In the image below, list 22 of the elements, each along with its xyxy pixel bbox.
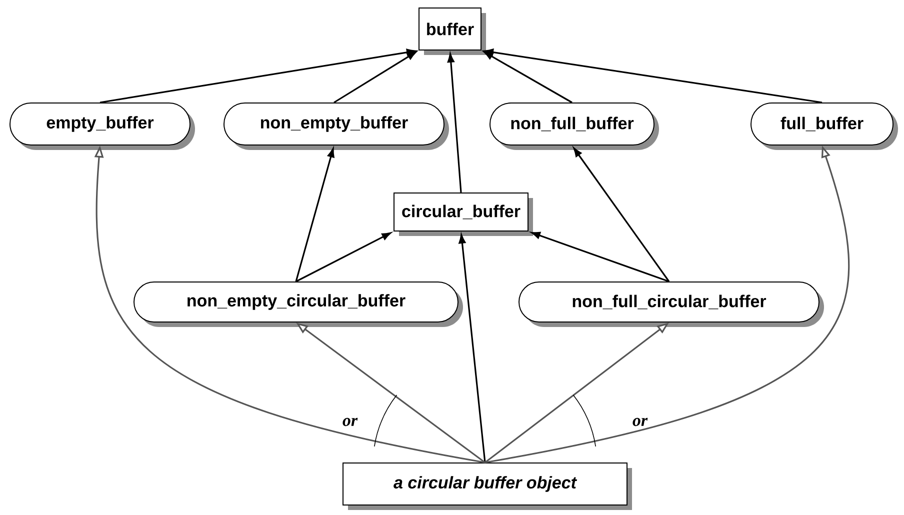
arrow — [573, 148, 670, 282]
class-box: buffer — [418, 8, 486, 55]
annotation-text: or — [342, 418, 358, 426]
annotation-text: or — [632, 418, 648, 426]
arrow — [100, 48, 416, 104]
class-box: circular_buffer — [394, 192, 533, 236]
arrow — [484, 52, 572, 104]
rounded-box: non_full_buffer — [490, 102, 659, 150]
rounded-box: non_empty_buffer — [224, 102, 449, 150]
arrow — [447, 53, 462, 193]
rounded-box: non_empty_circular_buffer — [134, 282, 463, 327]
rounded-box: full_buffer — [750, 102, 898, 150]
arrow — [295, 148, 334, 282]
arrow — [296, 232, 392, 282]
arrow — [484, 48, 822, 104]
rounded-box: non_full_circular_buffer — [518, 282, 824, 327]
class-box: a circular buffer object — [342, 462, 632, 510]
arrow — [334, 52, 416, 104]
arrow — [531, 232, 670, 282]
arrow — [458, 234, 486, 463]
rounded-box: empty_buffer — [10, 102, 195, 150]
node-label: full_buffer — [780, 116, 864, 132]
